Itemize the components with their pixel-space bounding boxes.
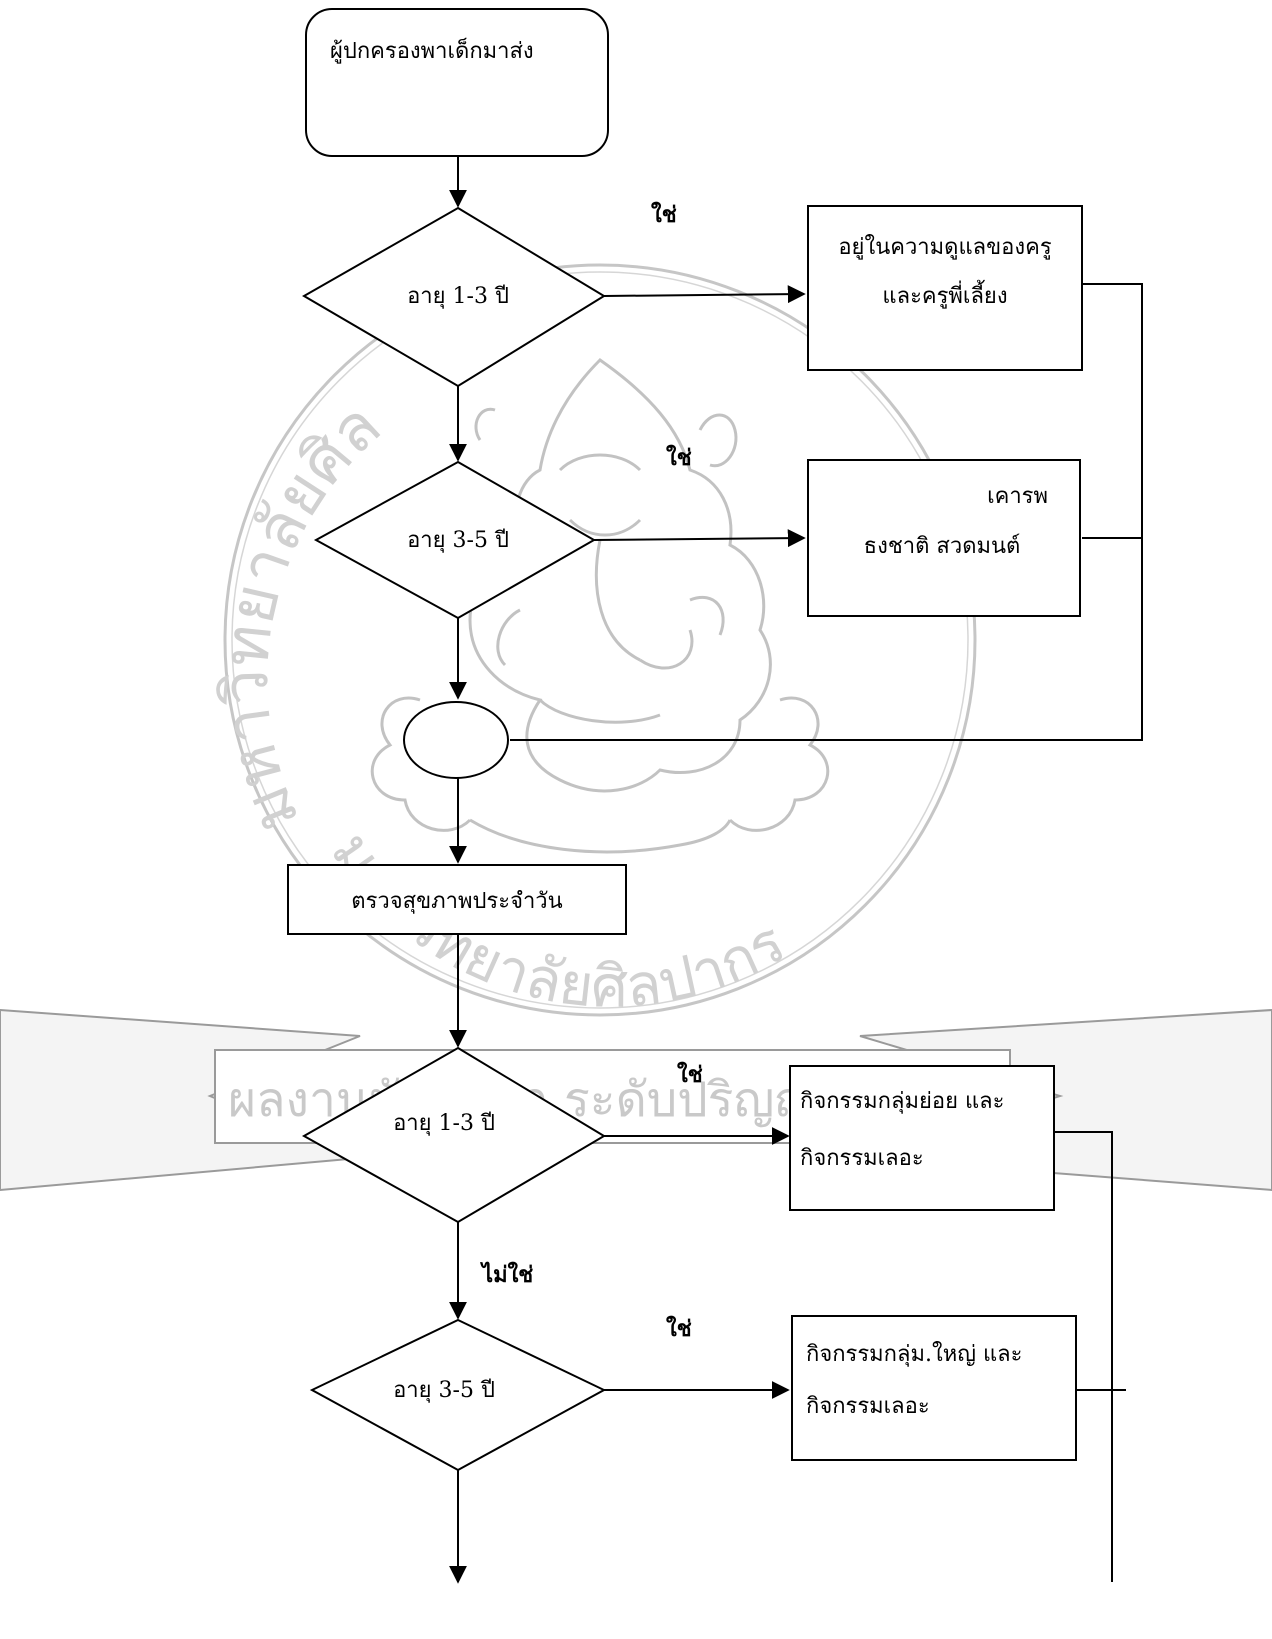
decision-age-3-5-first-label: อายุ 3-5 ปี [407, 528, 509, 553]
decision-age-3-5-second-label: อายุ 3-5 ปี [393, 1378, 495, 1403]
branch-label-yes-1: ใช่ [651, 201, 677, 228]
branch-label-no-3: ไม่ใช่ [480, 1261, 533, 1288]
decision-age-1-3-second: อายุ 1-3 ปี [301, 1046, 606, 1224]
decision-age-1-3-first: อายุ 1-3 ปี [302, 206, 606, 388]
large-group-activity-box: กิจกรรมกลุ่ม.ใหญ่ และ กิจกรรมเลอะ [791, 1315, 1077, 1461]
care-box-line2: และครูพี่เลี้ยง [882, 280, 1007, 309]
arrow-decision1-yes [603, 285, 806, 304]
seal-outer-ring [223, 263, 977, 1017]
large-group-line1: กิจกรรมกลุ่ม.ใหญ่ และ [806, 1341, 1022, 1367]
start-node: ผู้ปกครองพาเด็กมาส่ง [305, 8, 609, 157]
branch-label-yes-2: ใช่ [666, 444, 692, 471]
arrow-decision2-yes [593, 529, 806, 548]
merge-connector [403, 701, 509, 779]
branch-label-yes-4: ใช่ [666, 1315, 692, 1342]
decision-age-3-5-second: อายุ 3-5 ปี [309, 1318, 607, 1472]
small-group-activity-box: กิจกรรมกลุ่มย่อย และ กิจกรรมเลอะ [789, 1065, 1055, 1211]
small-group-line2: กิจกรรมเลอะ [800, 1146, 924, 1171]
line-return-from-small-group [1054, 1131, 1113, 1582]
flow-connectors [449, 156, 1143, 1584]
respect-box-line2: ธงชาติ สวดมนต์ [864, 534, 1021, 559]
respect-box-line1: เคารพ [987, 484, 1048, 509]
large-group-line2: กิจกรรมเลอะ [806, 1394, 930, 1419]
decision-age-3-5-first: อายุ 3-5 ปี [313, 460, 597, 620]
care-box: อยู่ในความดูแลของครู และครูพี่เลี้ยง [807, 205, 1083, 371]
care-box-line1: อยู่ในความดูแลของครู [838, 234, 1051, 260]
decision-age-1-3-first-label: อายุ 1-3 ปี [407, 284, 509, 309]
banner-watermark: ผลงานนักศึกษา ระดับปริญญา [0, 1008, 1272, 1192]
health-check-box: ตรวจสุขภาพประจำวัน [287, 864, 627, 935]
branch-label-yes-3: ใช่ [677, 1061, 703, 1088]
respect-flag-box: เคารพ ธงชาติ สวดมนต์ [807, 459, 1081, 617]
decision-age-1-3-second-label: อายุ 1-3 ปี [393, 1111, 495, 1136]
health-check-label: ตรวจสุขภาพประจำวัน [351, 889, 562, 914]
ganesha-emblem-icon [370, 358, 830, 854]
start-node-label: ผู้ปกครองพาเด็กมาส่ง [330, 36, 534, 64]
seal-inner-ring [231, 271, 969, 1009]
small-group-line1: กิจกรรมกลุ่มย่อย และ [800, 1089, 1004, 1114]
line-return-from-care [510, 283, 1143, 741]
